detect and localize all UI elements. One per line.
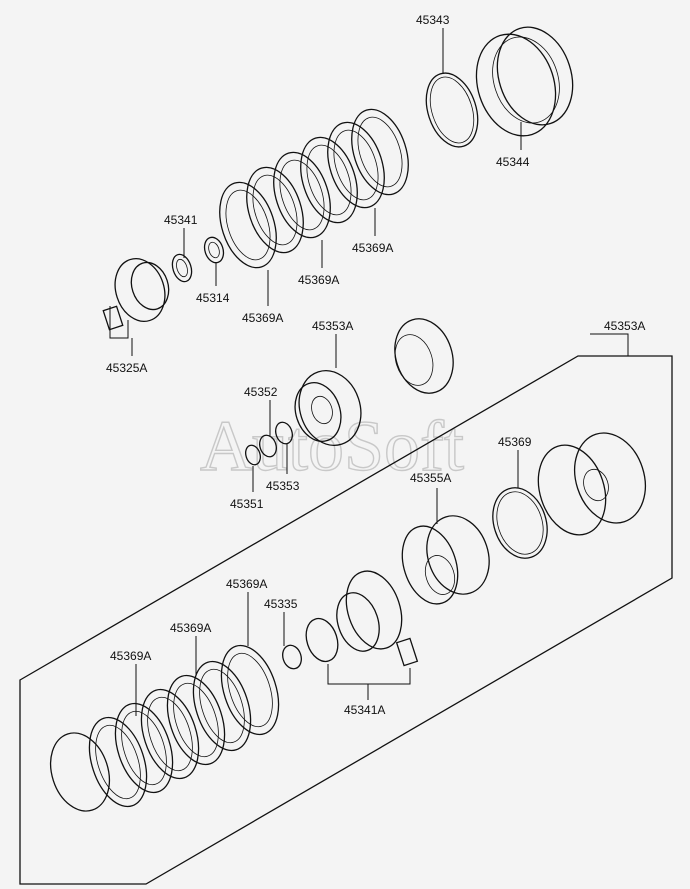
part-ring-gear (394, 318, 454, 394)
part-45351-washer (245, 444, 261, 466)
assembly-box (19, 355, 673, 885)
label-45353a-mid: 45353A (312, 319, 353, 333)
part-45355a-hub (401, 515, 490, 605)
label-45341: 45341 (164, 213, 198, 227)
part-labels: 45343 45344 45369A 45369A 45369A 45341 4… (106, 13, 645, 717)
watermark: AutoSoft (200, 406, 464, 486)
label-45353a-box: 45353A (604, 319, 645, 333)
label-45369a-top-1: 45369A (352, 241, 393, 255)
label-45369: 45369 (498, 435, 532, 449)
label-45351: 45351 (230, 497, 264, 511)
part-lower-clutch-plates (49, 644, 280, 812)
label-45353: 45353 (266, 479, 300, 493)
part-45335-ring (282, 644, 302, 670)
part-clutch-drum (537, 432, 646, 536)
part-45325a-piston (102, 258, 170, 331)
label-45369a-low-1: 45369A (226, 577, 267, 591)
label-45369a-top-2: 45369A (298, 273, 339, 287)
part-45343-snap-ring (425, 72, 479, 148)
part-45341-ring (171, 253, 193, 283)
label-45352: 45352 (244, 385, 278, 399)
part-45353-washer (275, 421, 293, 445)
label-45344: 45344 (496, 155, 530, 169)
label-45355a: 45355A (410, 471, 451, 485)
part-45352-washer (259, 434, 277, 458)
part-45344-retainer (475, 26, 574, 137)
label-45369a-top-3: 45369A (242, 311, 283, 325)
label-45314: 45314 (196, 291, 230, 305)
leader-lines (109, 28, 629, 716)
part-45314-washer (203, 236, 225, 264)
label-45369a-low-3: 45369A (110, 649, 151, 663)
part-45369-snap-ring (492, 487, 548, 559)
part-seal-rings (336, 570, 403, 652)
label-45341a: 45341A (344, 703, 385, 717)
label-45343: 45343 (416, 13, 450, 27)
label-45325a: 45325A (106, 361, 147, 375)
part-45353a-carrier (294, 370, 362, 446)
part-top-clutch-plates (219, 108, 409, 269)
label-45369a-low-2: 45369A (170, 621, 211, 635)
part-45341a-piston (305, 617, 419, 667)
label-45335: 45335 (264, 597, 298, 611)
